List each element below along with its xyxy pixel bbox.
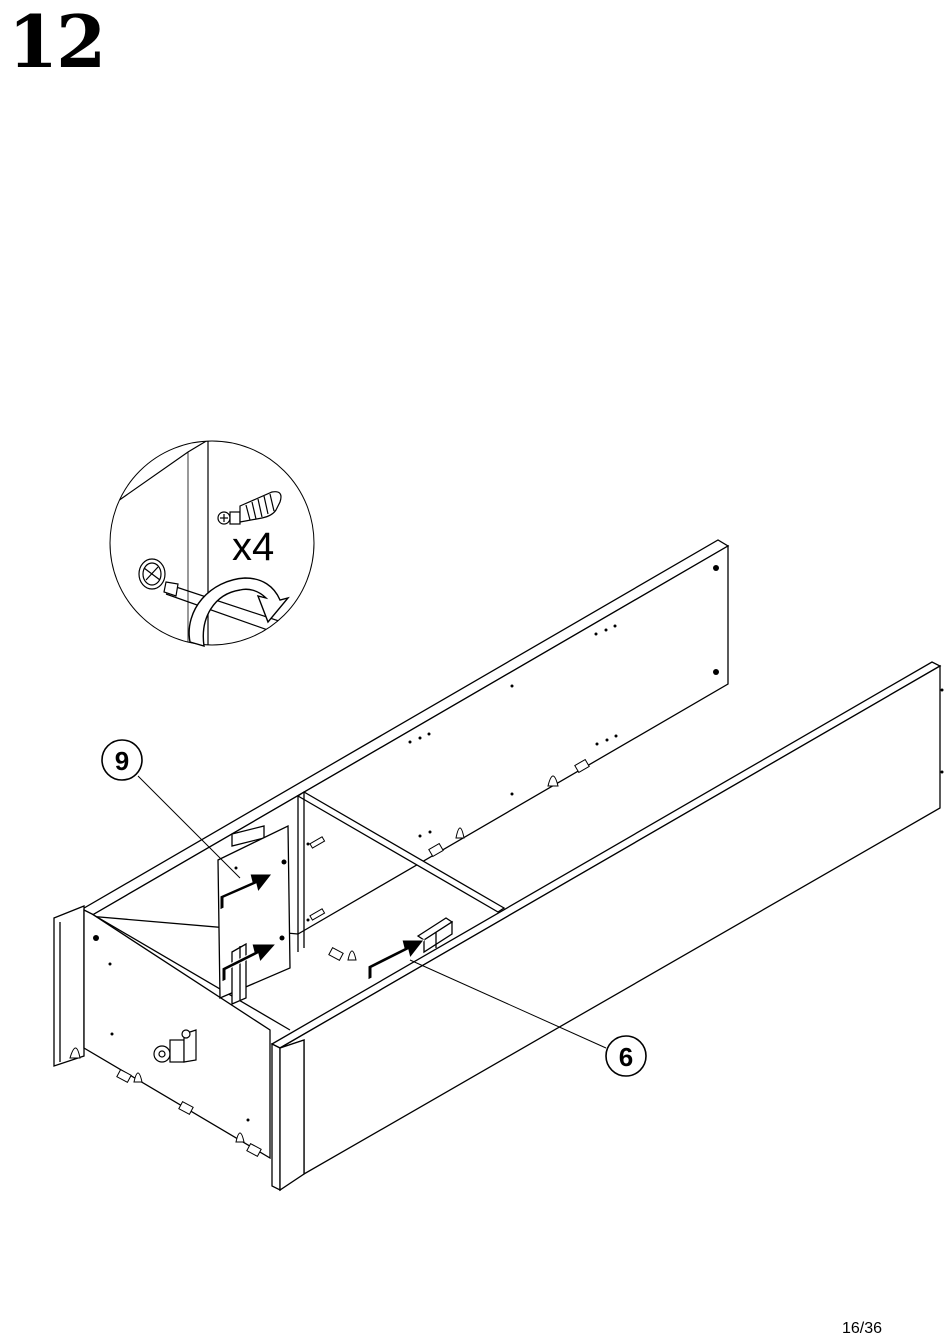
callout-label-6: 6 — [619, 1042, 633, 1072]
page-number: 16/36 — [842, 1320, 882, 1338]
callout-label-9: 9 — [115, 746, 129, 776]
quantity-label: x4 — [232, 525, 274, 569]
detail-inset: x4 — [108, 440, 323, 678]
cam-lock-icon — [139, 559, 165, 589]
